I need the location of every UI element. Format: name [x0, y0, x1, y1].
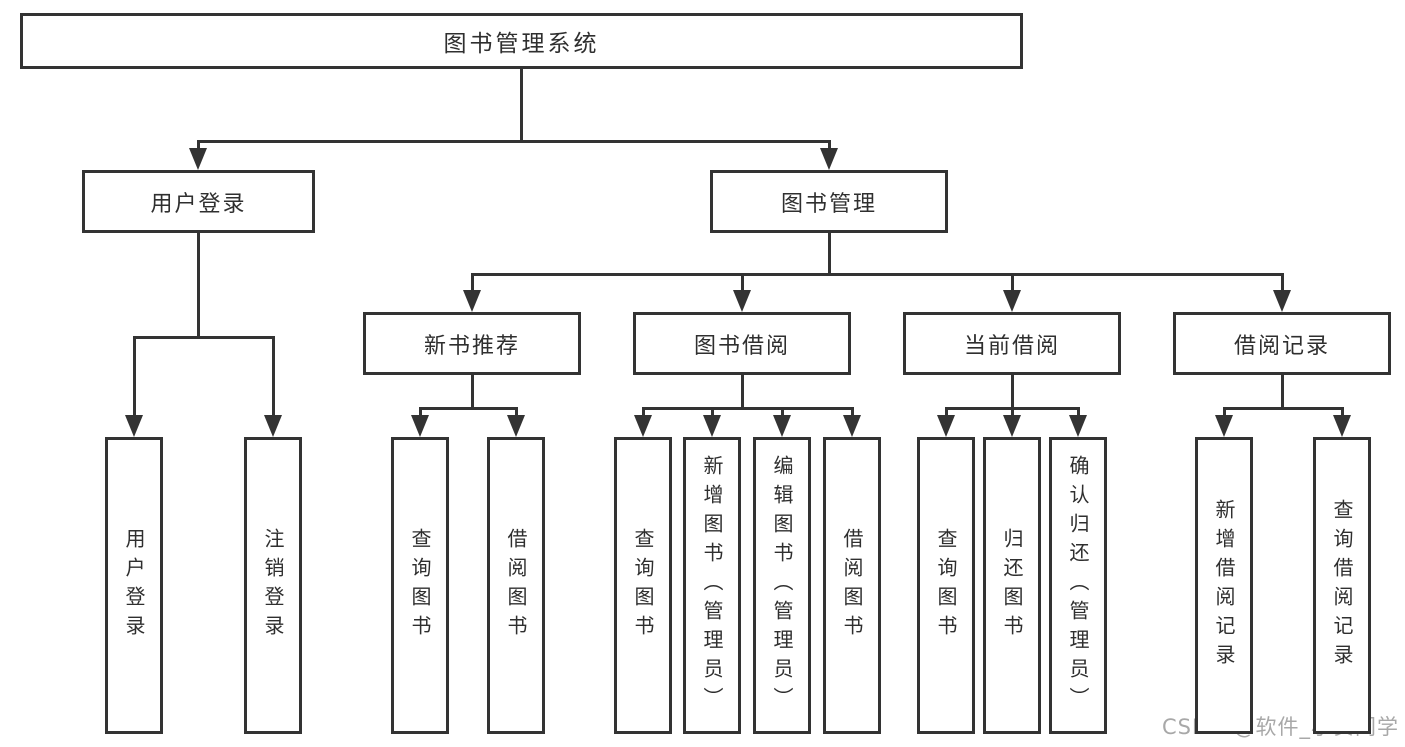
user-login-split-arrow-icon — [264, 415, 282, 437]
book-borrow-split-arrow-icon — [843, 415, 861, 437]
node-leaf-bb-borrow: 借阅图书 — [823, 437, 881, 734]
node-leaf-cb-return: 归还图书 — [983, 437, 1041, 734]
borrow-records-split-splitter — [1222, 407, 1344, 410]
new-book-split-arrow-icon — [507, 415, 525, 437]
new-book-split-splitter — [418, 407, 518, 410]
root-split-arrow-icon — [189, 148, 207, 170]
borrow-records-split-arrow-icon — [1215, 415, 1233, 437]
node-leaf-br-add-record: 新增借阅记录 — [1195, 437, 1253, 734]
current-borrow-split-arrow-icon — [1003, 415, 1021, 437]
user-login-split-drop-1 — [271, 336, 275, 425]
node-label-user-login: 用户登录 — [150, 191, 247, 217]
book-mgmt-split-arrow-icon — [733, 290, 751, 312]
node-label-leaf-cb-confirm: 确认归还（管理员） — [1066, 455, 1090, 716]
node-leaf-bb-query: 查询图书 — [614, 437, 672, 734]
book-mgmt-split-arrow-icon — [463, 290, 481, 312]
node-label-leaf-rec-borrow: 借阅图书 — [504, 527, 528, 644]
node-label-leaf-bb-add: 新增图书（管理员） — [700, 455, 724, 716]
node-label-leaf-br-query-record: 查询借阅记录 — [1330, 498, 1354, 673]
node-user-login: 用户登录 — [82, 170, 315, 233]
current-borrow-split-arrow-icon — [937, 415, 955, 437]
book-mgmt-split-stem — [827, 233, 831, 276]
new-book-split-arrow-icon — [411, 415, 429, 437]
book-borrow-split-stem — [740, 375, 744, 410]
book-mgmt-split-arrow-icon — [1003, 290, 1021, 312]
node-leaf-br-query-record: 查询借阅记录 — [1313, 437, 1371, 734]
node-borrow-records: 借阅记录 — [1173, 312, 1391, 375]
node-root: 图书管理系统 — [20, 13, 1023, 69]
node-new-book-rec: 新书推荐 — [363, 312, 581, 375]
node-label-borrow-records: 借阅记录 — [1233, 333, 1330, 359]
node-label-leaf-logout: 注销登录 — [261, 527, 285, 644]
node-label-leaf-bb-borrow: 借阅图书 — [840, 527, 864, 644]
book-mgmt-split-arrow-icon — [1273, 290, 1291, 312]
borrow-records-split-stem — [1280, 375, 1284, 410]
root-split-arrow-icon — [820, 148, 838, 170]
node-label-leaf-user-login: 用户登录 — [122, 527, 146, 644]
node-label-book-mgmt: 图书管理 — [780, 191, 877, 217]
root-split-splitter — [196, 140, 831, 143]
node-book-borrow: 图书借阅 — [633, 312, 851, 375]
book-borrow-split-arrow-icon — [703, 415, 721, 437]
node-label-leaf-cb-query: 查询图书 — [934, 527, 958, 644]
node-leaf-cb-confirm: 确认归还（管理员） — [1049, 437, 1107, 734]
borrow-records-split-arrow-icon — [1333, 415, 1351, 437]
user-login-split-arrow-icon — [125, 415, 143, 437]
new-book-split-stem — [470, 375, 474, 410]
book-borrow-split-splitter — [641, 407, 854, 410]
node-label-leaf-bb-query: 查询图书 — [631, 527, 655, 644]
node-label-current-borrow: 当前借阅 — [963, 333, 1060, 359]
node-leaf-rec-query: 查询图书 — [391, 437, 449, 734]
user-login-split-splitter — [132, 336, 275, 339]
book-mgmt-split-drop-3 — [1280, 273, 1284, 300]
root-split-stem — [519, 69, 523, 143]
node-book-mgmt: 图书管理 — [710, 170, 948, 233]
node-label-leaf-bb-edit: 编辑图书（管理员） — [770, 455, 794, 716]
book-mgmt-split-splitter — [470, 273, 1284, 276]
node-leaf-bb-edit: 编辑图书（管理员） — [753, 437, 811, 734]
node-leaf-logout: 注销登录 — [244, 437, 302, 734]
book-mgmt-split-drop-1 — [740, 273, 744, 300]
node-leaf-rec-borrow: 借阅图书 — [487, 437, 545, 734]
book-mgmt-split-drop-0 — [470, 273, 474, 300]
user-login-split-stem — [196, 233, 200, 339]
node-label-book-borrow: 图书借阅 — [693, 333, 790, 359]
current-borrow-split-arrow-icon — [1069, 415, 1087, 437]
node-current-borrow: 当前借阅 — [903, 312, 1121, 375]
node-leaf-user-login: 用户登录 — [105, 437, 163, 734]
node-label-new-book-rec: 新书推荐 — [423, 333, 520, 359]
node-leaf-bb-add: 新增图书（管理员） — [683, 437, 741, 734]
book-mgmt-split-drop-2 — [1010, 273, 1014, 300]
node-leaf-cb-query: 查询图书 — [917, 437, 975, 734]
current-borrow-split-stem — [1010, 375, 1014, 410]
node-label-leaf-rec-query: 查询图书 — [408, 527, 432, 644]
book-borrow-split-arrow-icon — [773, 415, 791, 437]
node-label-leaf-br-add-record: 新增借阅记录 — [1212, 498, 1236, 673]
node-label-root: 图书管理系统 — [443, 31, 600, 57]
book-borrow-split-arrow-icon — [634, 415, 652, 437]
user-login-split-drop-0 — [132, 336, 136, 425]
node-label-leaf-cb-return: 归还图书 — [1000, 527, 1024, 644]
